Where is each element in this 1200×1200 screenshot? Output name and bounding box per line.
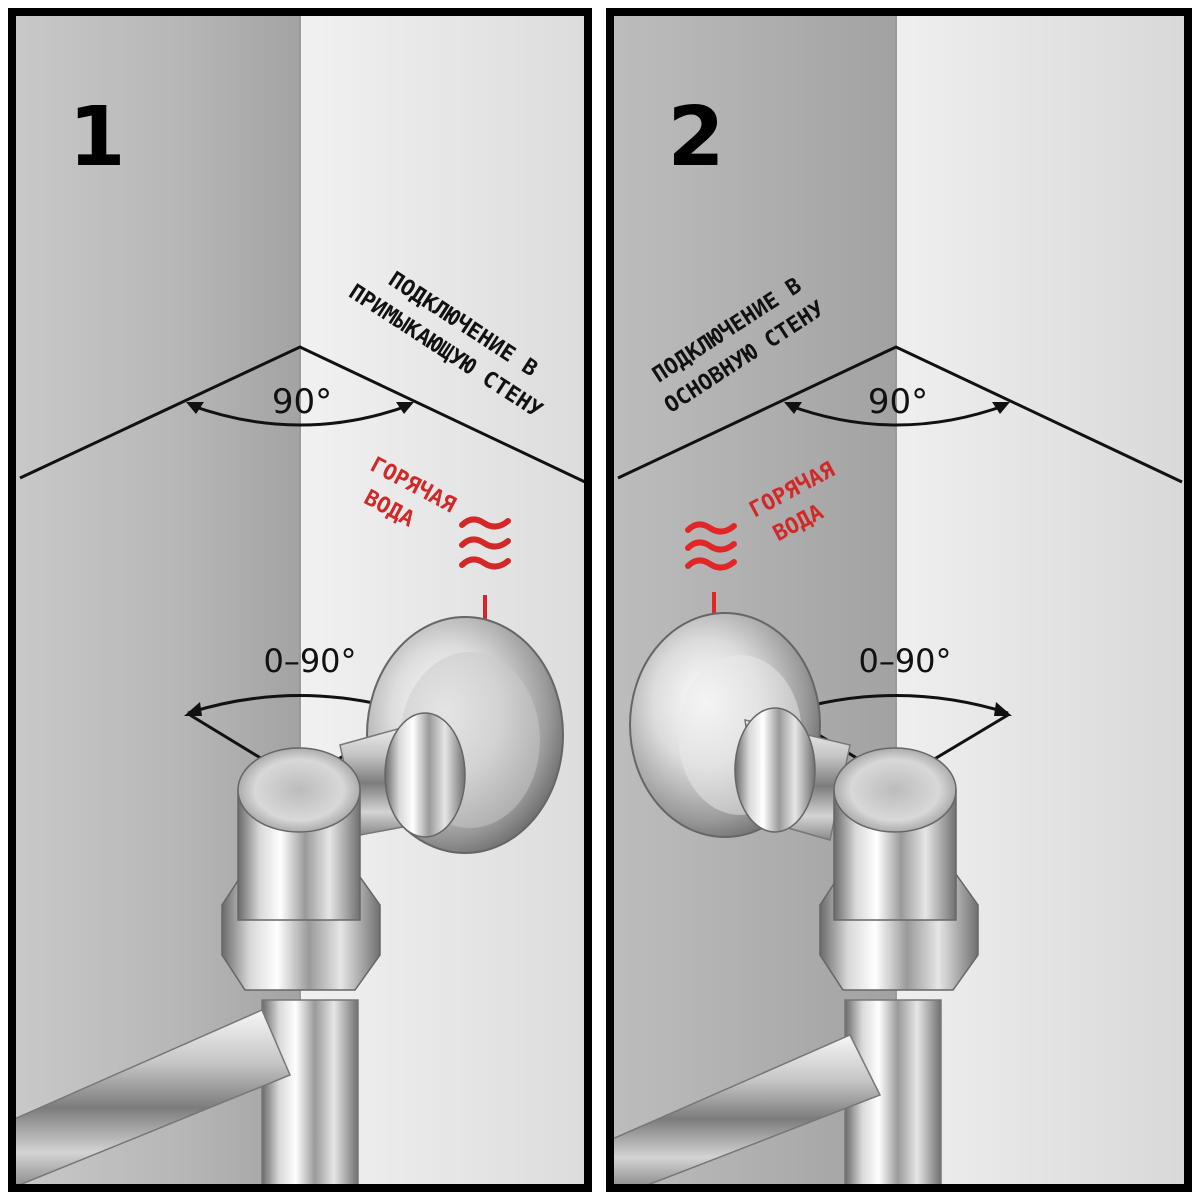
panel-2-corner-angle: 90° — [868, 382, 928, 422]
waves-icon — [459, 516, 511, 570]
panel-1-fitting — [11, 616, 564, 1190]
panel-1-plan-lines — [19, 345, 586, 484]
panel-1-frame — [8, 8, 592, 1192]
panel-1-left-wall — [12, 12, 300, 1188]
panel-2-arrow-left-icon — [784, 402, 802, 414]
waves-icon — [685, 521, 737, 571]
panel-1-arrow-right-icon — [396, 402, 414, 414]
panel-2-arrow-right-icon — [992, 402, 1010, 414]
panel-1-rotation-arrow-left-icon — [184, 702, 202, 716]
panel-1-angle-arc — [189, 403, 411, 427]
panel-1-arrow-left-icon — [186, 402, 204, 414]
panel-2-angle-arc — [787, 403, 1007, 427]
panel-2-plan-lines — [617, 345, 1183, 484]
panel-1-corner-angle: 90° — [272, 382, 332, 422]
panel-2-rotation-angle: 0–90° — [858, 642, 951, 680]
panel-1-number: 1 — [68, 90, 125, 185]
panel-2-left-wall — [610, 12, 896, 1188]
panel-1-rotation-angle: 0–90° — [263, 642, 356, 680]
panel-1-right-wall — [300, 12, 588, 1188]
panel-2-fitting — [609, 612, 979, 1189]
panel-2-frame — [606, 8, 1192, 1192]
panel-1: 90° ПОДКЛЮЧЕНИЕ В ПРИМЫКАЮЩУЮ СТЕНУ ГОРЯ… — [8, 8, 592, 1192]
panel-2-number: 2 — [667, 90, 724, 185]
panel-2-rotation-arrow-right-icon — [994, 702, 1012, 716]
panel-2: 90° ПОДКЛЮЧЕНИЕ В ОСНОВНУЮ СТЕНУ ГОРЯЧАЯ… — [606, 8, 1192, 1192]
panel-2-right-wall — [896, 12, 1188, 1188]
